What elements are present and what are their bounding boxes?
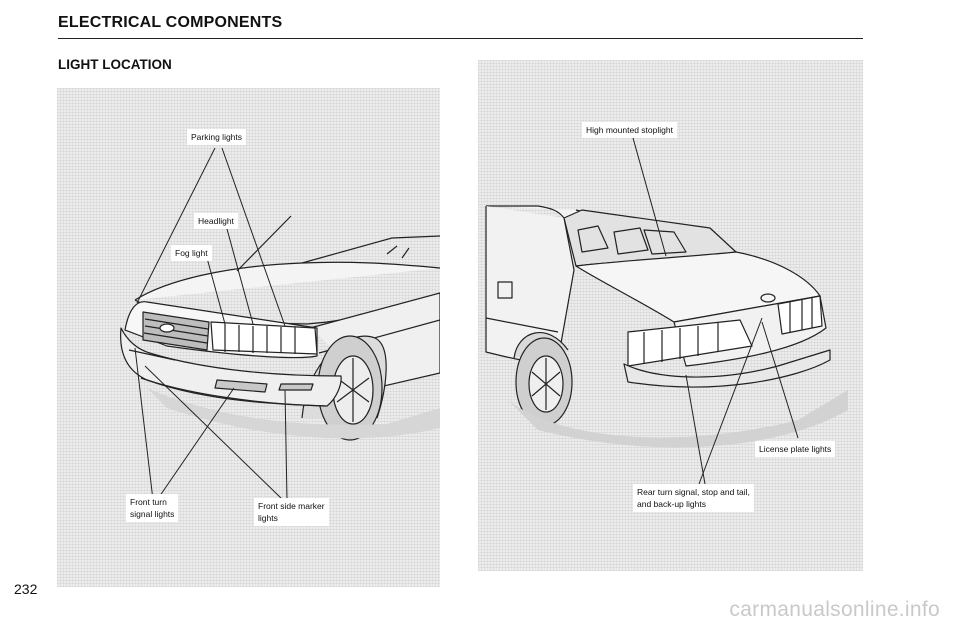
header-divider [58,38,863,39]
label-parking-lights: Parking lights [187,129,247,145]
rear-car-drawing [485,137,848,485]
front-car-illustration: Parking lights Headlight Fog light Front… [57,88,440,587]
label-front-side-marker-lights: Front side marker lights [254,498,329,526]
rear-car-illustration: High mounted stoplight License plate lig… [478,60,863,571]
label-license-plate-lights: License plate lights [755,441,836,457]
watermark: carmanualsonline.info [729,598,940,621]
label-headlight: Headlight [194,213,238,229]
label-high-mounted-stoplight: High mounted stoplight [582,122,677,138]
label-line: Rear turn signal, stop and tail, [637,487,750,497]
front-car-drawing [120,147,440,501]
label-line: and back-up lights [637,499,706,509]
label-front-turn-signal-lights: Front turn signal lights [126,494,179,522]
label-rear-turn-stop-tail-backup-lights: Rear turn signal, stop and tail, and bac… [633,484,754,512]
label-fog-light: Fog light [171,245,212,261]
label-line: lights [258,513,278,523]
header-title: ELECTRICAL COMPONENTS [58,14,283,31]
label-line: Front turn [130,497,167,507]
label-line: Front side marker [258,501,325,511]
label-line: signal lights [130,509,175,519]
page-number: 232 [14,581,38,597]
section-title: LIGHT LOCATION [58,57,172,72]
